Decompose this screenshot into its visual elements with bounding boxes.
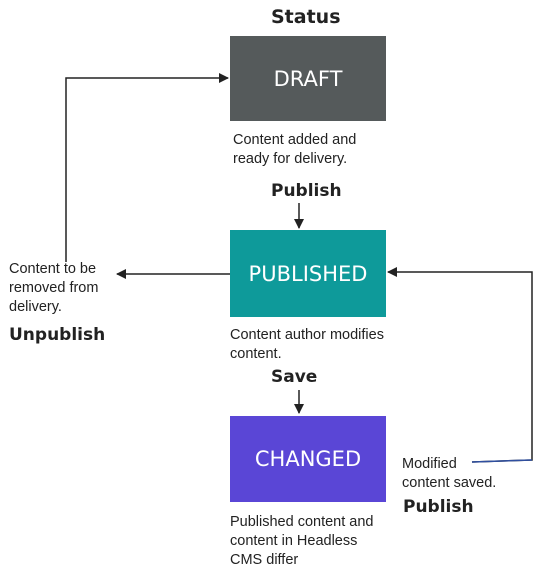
changed-description-line: Published content and	[230, 514, 374, 530]
state-changed: CHANGED	[230, 416, 386, 502]
unpublish-note-line: Content to be	[9, 261, 97, 277]
modified-link-line	[471, 459, 533, 463]
draft-description-line: ready for delivery.	[233, 151, 348, 167]
changed-description: Published content and content in Headles…	[230, 513, 374, 570]
arrow-back-to-draft	[65, 73, 229, 262]
modified-note-line: Modified	[402, 456, 457, 472]
unpublish-note-line: delivery.	[9, 299, 62, 315]
state-draft: DRAFT	[230, 36, 386, 121]
changed-description-line: content in Headless	[230, 533, 358, 549]
draft-description: Content added and ready for delivery.	[233, 131, 356, 169]
unpublish-note: Content to be removed from delivery.	[9, 260, 98, 317]
transition-unpublish-label: Unpublish	[9, 325, 106, 345]
state-draft-label: DRAFT	[273, 66, 343, 91]
transition-save-label: Save	[271, 367, 318, 387]
modified-note-line: content saved.	[402, 475, 497, 491]
arrow-publish-to-published-from-changed	[387, 267, 533, 463]
modified-note: Modified content saved.	[402, 455, 496, 493]
unpublish-note-line: removed from	[9, 280, 99, 296]
state-published-label: PUBLISHED	[248, 261, 368, 286]
state-published: PUBLISHED	[230, 230, 386, 317]
draft-description-line: Content added and	[233, 132, 357, 148]
transition-publish-label: Publish	[271, 181, 342, 201]
state-changed-label: CHANGED	[254, 447, 362, 471]
diagram-title: Status	[271, 6, 341, 28]
published-description-line: Content author modifies	[230, 327, 384, 343]
published-description: Content author modifies content.	[230, 326, 384, 364]
changed-description-line: CMS differ	[230, 552, 299, 568]
transition-publish-from-changed-label: Publish	[403, 497, 474, 517]
published-description-line: content.	[230, 346, 282, 362]
